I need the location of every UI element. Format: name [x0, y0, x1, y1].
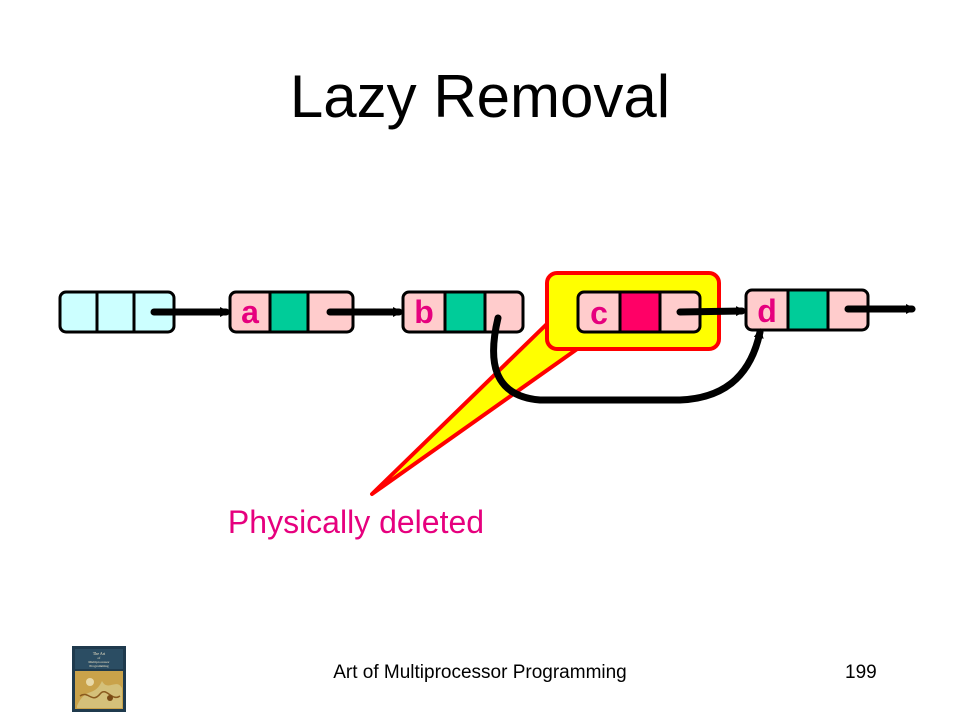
book-cover-title-3: Multiprocessor [88, 660, 110, 664]
slide-title: Lazy Removal [289, 63, 671, 130]
node-a: a [228, 290, 355, 334]
book-cover-title-4: Programming [89, 664, 108, 668]
node-b-label: b [414, 294, 434, 330]
node-c: c [576, 290, 702, 334]
node-b-mark-bit [445, 293, 485, 331]
footer-book-title: Art of Multiprocessor Programming [333, 662, 627, 683]
book-cover-thumbnail: The Art of Multiprocessor Programming [72, 646, 126, 712]
pointer-b-to-d-bypass [490, 314, 764, 404]
node-d-label: d [757, 293, 777, 329]
node-c-mark-bit [620, 293, 660, 331]
pointer-c-to-d [676, 306, 746, 317]
next-pointers [150, 304, 916, 404]
callout-physically-deleted: Physically deleted [228, 504, 484, 540]
book-cover-title-2: of [98, 656, 102, 660]
node-c-label: c [590, 295, 608, 331]
book-cover-title-1: The Art [93, 651, 106, 656]
node-a-mark-bit [270, 293, 308, 331]
node-d-mark-bit [788, 291, 828, 329]
node-a-label: a [241, 294, 259, 330]
slide-number: 199 [845, 662, 877, 683]
node-b: b [401, 290, 525, 334]
node-d: d [744, 288, 870, 332]
